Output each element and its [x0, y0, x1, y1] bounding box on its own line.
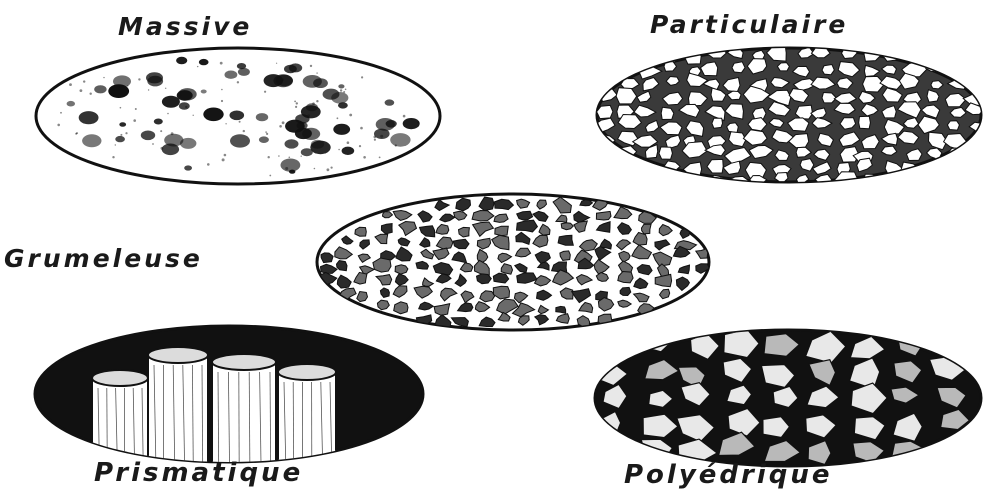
- massive-sample: [36, 48, 440, 184]
- label-massive: Massive: [118, 12, 252, 41]
- label-prismatique: Prismatique: [94, 458, 303, 488]
- label-polyedrique: Polyédrique: [624, 460, 833, 490]
- particulaire-sample: [594, 46, 985, 191]
- polyedrique-sample: [595, 329, 981, 466]
- label-grumeleuse: Grumeleuse: [4, 244, 203, 273]
- label-particulaire: Particulaire: [650, 10, 848, 39]
- grumeleuse-sample: [317, 194, 709, 330]
